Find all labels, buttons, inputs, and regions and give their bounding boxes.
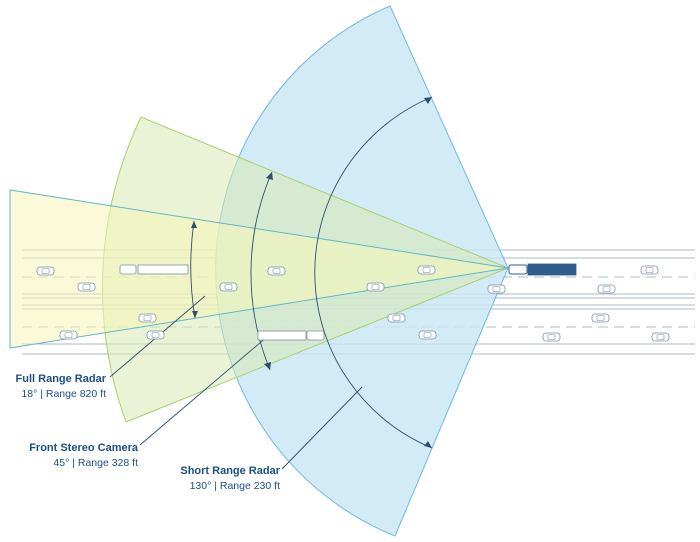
car-icon xyxy=(138,313,157,323)
truck-icon xyxy=(257,330,325,341)
front-stereo-camera-spec: 45° | Range 328 ft xyxy=(53,457,138,469)
full-range-radar-title: Full Range Radar xyxy=(15,373,106,385)
full-range-radar-spec: 18° | Range 820 ft xyxy=(21,388,106,400)
car-icon xyxy=(640,265,659,275)
arrowhead-icon xyxy=(424,441,432,448)
traffic xyxy=(36,265,670,342)
car-icon xyxy=(487,284,506,294)
front-stereo-camera-title: Front Stereo Camera xyxy=(29,442,138,454)
short-range-radar-label: Short Range Radar 130° | Range 230 ft xyxy=(170,464,280,494)
arrowhead-icon xyxy=(424,97,432,104)
full-range-radar-zone xyxy=(9,189,509,349)
short-range-radar-title: Short Range Radar xyxy=(180,465,280,477)
arrowhead-icon xyxy=(192,311,198,318)
car-icon xyxy=(366,282,385,292)
car-icon xyxy=(146,330,165,340)
car-icon xyxy=(219,282,238,292)
camera-leader-line xyxy=(139,335,269,446)
front-stereo-camera-label: Front Stereo Camera 45° | Range 328 ft xyxy=(16,441,138,471)
truck-icon xyxy=(119,264,189,275)
car-icon xyxy=(77,282,96,292)
short-range-radar-spec: 130° | Range 230 ft xyxy=(189,480,280,492)
full-range-radar-label: Full Range Radar 18° | Range 820 ft xyxy=(6,372,106,402)
car-icon xyxy=(387,313,406,323)
car-icon xyxy=(59,330,78,340)
arrowhead-icon xyxy=(266,172,273,180)
arrowhead-icon xyxy=(264,362,271,370)
car-icon xyxy=(418,330,437,340)
angle-arcs xyxy=(190,96,433,449)
short-range-angle-arc xyxy=(314,96,433,449)
car-icon xyxy=(651,332,670,342)
car-icon xyxy=(417,265,436,275)
car-icon xyxy=(267,266,286,276)
trucks xyxy=(119,263,577,341)
car-icon xyxy=(597,284,616,294)
camera-angle-arc xyxy=(250,171,273,371)
car-icon xyxy=(542,332,561,342)
ego-truck-icon xyxy=(508,263,577,276)
arrowhead-icon xyxy=(191,221,197,228)
car-icon xyxy=(36,266,55,276)
car-icon xyxy=(591,313,610,323)
coverage-zones xyxy=(9,5,510,537)
short-range-leader-line xyxy=(281,386,363,470)
